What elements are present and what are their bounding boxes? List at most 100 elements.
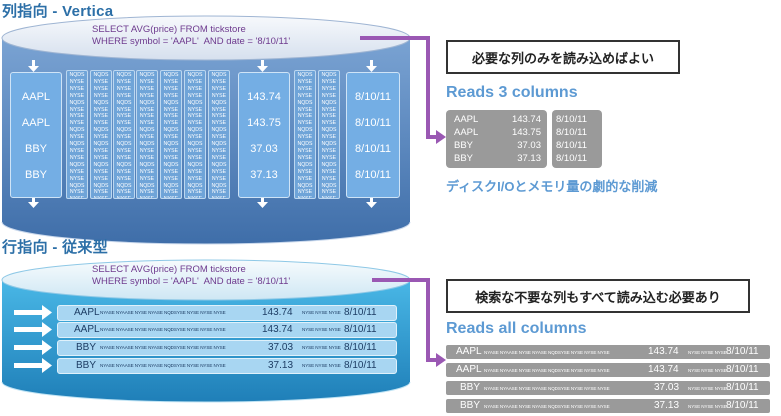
row-store-query-line2: WHERE symbol = 'AAPL' AND date = '8/10/1… xyxy=(92,276,291,287)
unread-cell: NQDS xyxy=(139,127,155,134)
row-date: 8/10/11 xyxy=(726,382,759,393)
unread-cell: NYSE xyxy=(93,106,109,113)
unread-cell: NYSE xyxy=(187,154,203,161)
unread-cell: NQDS xyxy=(69,161,85,168)
unread-cell: NYSE xyxy=(116,120,132,127)
unread-cell: NQDS xyxy=(163,161,179,168)
unread-cell: NYSE xyxy=(211,189,227,196)
unread-cell: NYSE xyxy=(297,120,313,127)
unread-cell: NYSE xyxy=(297,78,313,85)
unread-cell: NQDS xyxy=(321,141,337,148)
unread-cell: NQDS xyxy=(116,182,132,189)
unread-cell: NYSE xyxy=(116,189,132,196)
unread-cell: NYSE xyxy=(321,85,337,92)
unread-cell: NYSE xyxy=(163,154,179,161)
unread-cell: NYSE xyxy=(297,134,313,141)
unread-cell: NQDS xyxy=(187,182,203,189)
unread-cell: NYSE xyxy=(116,154,132,161)
column-store-callout: 必要な列のみを読み込めばよい xyxy=(446,40,680,74)
row-symbol: BBY xyxy=(76,360,97,371)
read-table-row: BBY NYASE NYAASE NYSE NYASE NQDSYSE NYSE… xyxy=(446,399,770,413)
unread-cell: NYSE xyxy=(185,196,205,198)
unread-cell: NQDS xyxy=(187,161,203,168)
unread-cell: NYSE xyxy=(321,168,337,175)
unread-cell: NQDS xyxy=(93,127,109,134)
unread-cell: NYSE xyxy=(116,78,132,85)
row-price: 37.13 xyxy=(654,400,680,411)
unread-cell: NYSE xyxy=(93,85,109,92)
unread-cell: NQDS xyxy=(321,182,337,189)
unread-cell: NYSE xyxy=(295,196,315,198)
unread-cell: NQDS xyxy=(116,72,132,78)
unread-cell: NYSE xyxy=(187,85,203,92)
unread-cell: NYSE xyxy=(297,113,313,120)
row-symbol: AAPL xyxy=(74,307,100,318)
unread-cell: NYSE xyxy=(297,168,313,175)
unread-cell: NYSE xyxy=(187,168,203,175)
unread-cell: NYSE xyxy=(69,154,85,161)
unread-cell: NYSE xyxy=(211,120,227,127)
unread-cell: NQDS xyxy=(116,161,132,168)
unread-cell: NYSE xyxy=(321,78,337,85)
unread-cell: NYSE xyxy=(67,196,87,198)
symbol-cell: BBY xyxy=(24,169,47,181)
unread-cell: NQDS xyxy=(163,99,179,106)
table-row: AAPL NYASE NYAASE NYSE NYASE NQDSYSE NYS… xyxy=(57,322,397,338)
price-cell: 37.03 xyxy=(250,143,278,155)
row-price: 37.03 xyxy=(654,382,680,393)
row-filler: NYSE NYSE NYSE xyxy=(688,368,727,373)
unread-cell: NYSE xyxy=(187,78,203,85)
unread-cell: NQDS xyxy=(139,182,155,189)
unread-cell: NQDS xyxy=(163,182,179,189)
row-price: 143.74 xyxy=(648,346,679,357)
unread-cell: NQDS xyxy=(116,127,132,134)
unread-cell: NYSE xyxy=(163,78,179,85)
unread-cell: NYSE xyxy=(69,92,85,99)
table-row: AAPL NYASE NYAASE NYSE NYASE NQDSYSE NYS… xyxy=(57,305,397,321)
unread-cell: NYSE xyxy=(139,134,155,141)
unread-cell: NYSE xyxy=(163,120,179,127)
table-cell: 8/10/11 xyxy=(556,140,587,151)
row-filler: NYSE NYSE NYSE xyxy=(302,345,341,350)
unread-cell: NYSE xyxy=(116,175,132,182)
unread-cell: NYSE xyxy=(209,196,229,198)
unread-cell: NQDS xyxy=(321,72,337,78)
unread-cell: NYSE xyxy=(211,175,227,182)
read-table-prices: 143.74 143.75 37.03 37.13 xyxy=(497,110,547,168)
row-filler: NYASE NYAASE NYSE NYASE NQDSYSE NYSE NYS… xyxy=(100,363,226,368)
unread-cell: NYSE xyxy=(69,113,85,120)
unread-cell: NYSE xyxy=(116,168,132,175)
unread-cell: NQDS xyxy=(69,182,85,189)
unread-cell: NYSE xyxy=(139,92,155,99)
unread-cell: NYSE xyxy=(93,147,109,154)
unread-cell: NQDS xyxy=(163,141,179,148)
unread-cell: NYSE xyxy=(211,147,227,154)
unread-cell: NYSE xyxy=(69,168,85,175)
unread-cell: NYSE xyxy=(116,134,132,141)
row-filler: NYASE NYAASE NYSE NYASE NQDSYSE NYSE NYS… xyxy=(484,350,610,355)
unread-cell: NQDS xyxy=(187,141,203,148)
row-filler: NYASE NYAASE NYSE NYASE NQDSYSE NYSE NYS… xyxy=(100,327,226,332)
unread-cell: NYSE xyxy=(163,175,179,182)
unread-cell: NYSE xyxy=(187,189,203,196)
right-arrow-icon xyxy=(14,305,52,320)
row-filler: NYASE NYAASE NYSE NYASE NQDSYSE NYSE NYS… xyxy=(484,404,610,409)
row-date: 8/10/11 xyxy=(344,324,377,335)
unread-cell: NQDS xyxy=(69,72,85,78)
unread-cell: NYSE xyxy=(321,92,337,99)
table-cell: 143.75 xyxy=(511,127,541,138)
row-read-arrows xyxy=(14,305,52,373)
row-filler: NYSE NYSE NYSE xyxy=(688,386,727,391)
unread-cell: NQDS xyxy=(116,99,132,106)
unread-cell: NYSE xyxy=(297,175,313,182)
unread-cell: NYSE xyxy=(321,147,337,154)
right-arrow-icon xyxy=(14,340,52,355)
unread-cell: NYSE xyxy=(319,196,339,198)
down-arrow-icon xyxy=(28,60,39,72)
